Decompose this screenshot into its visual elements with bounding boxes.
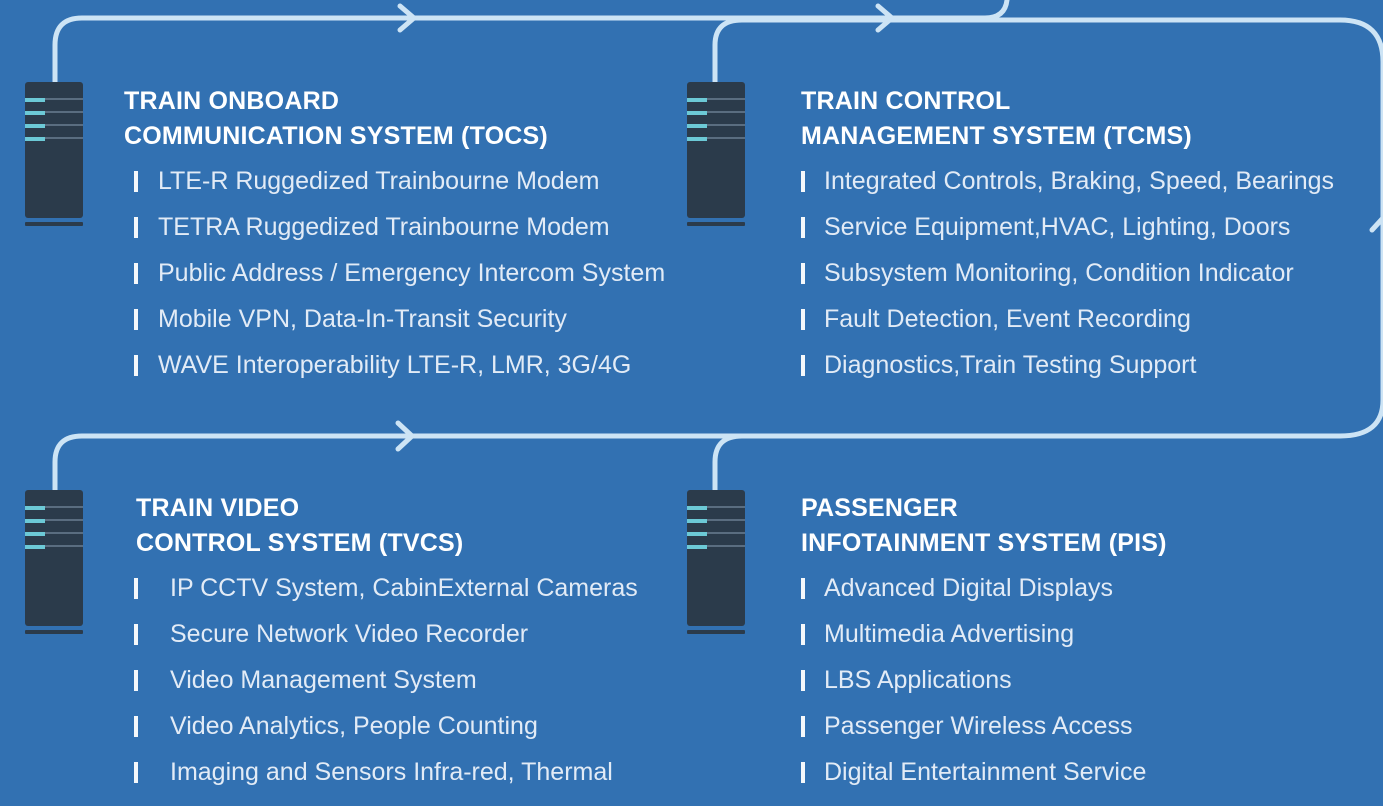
- list-item: LBS Applications: [801, 668, 1167, 714]
- system-block-tcms: TRAIN CONTROL MANAGEMENT SYSTEM (TCMS) I…: [801, 84, 1334, 399]
- system-title: TRAIN CONTROL MANAGEMENT SYSTEM (TCMS): [801, 87, 1192, 150]
- list-item: Service Equipment,HVAC, Lighting, Doors: [801, 215, 1334, 261]
- server-icon: [25, 490, 83, 636]
- feature-list: Integrated Controls, Braking, Speed, Bea…: [801, 169, 1334, 399]
- list-item: LTE-R Ruggedized Trainbourne Modem: [134, 169, 665, 215]
- list-item: Digital Entertainment Service: [801, 760, 1167, 806]
- server-icon: [687, 82, 745, 228]
- arrow-right-side: [1369, 215, 1383, 233]
- list-item: Multimedia Advertising: [801, 622, 1167, 668]
- server-icon: [687, 490, 745, 636]
- feature-list: Advanced Digital Displays Multimedia Adv…: [801, 576, 1167, 806]
- server-icon: [25, 82, 83, 228]
- arrow-top-1: [397, 3, 417, 33]
- list-item: Public Address / Emergency Intercom Syst…: [134, 261, 665, 307]
- list-item: WAVE Interoperability LTE-R, LMR, 3G/4G: [134, 353, 665, 399]
- system-title: TRAIN ONBOARD COMMUNICATION SYSTEM (TOCS…: [124, 87, 548, 150]
- list-item: Mobile VPN, Data-In-Transit Security: [134, 307, 665, 353]
- system-block-tocs: TRAIN ONBOARD COMMUNICATION SYSTEM (TOCS…: [124, 84, 665, 399]
- list-item: Subsystem Monitoring, Condition Indicato…: [801, 261, 1334, 307]
- list-item: Advanced Digital Displays: [801, 576, 1167, 622]
- list-item: Video Analytics, People Counting: [134, 714, 638, 760]
- system-title: TRAIN VIDEO CONTROL SYSTEM (TVCS): [136, 494, 464, 557]
- list-item: Imaging and Sensors Infra-red, Thermal: [134, 760, 638, 806]
- list-item: Fault Detection, Event Recording: [801, 307, 1334, 353]
- list-item: Integrated Controls, Braking, Speed, Bea…: [801, 169, 1334, 215]
- feature-list: LTE-R Ruggedized Trainbourne Modem TETRA…: [134, 169, 665, 399]
- list-item: Passenger Wireless Access: [801, 714, 1167, 760]
- connector-middle: [52, 433, 745, 493]
- list-item: Video Management System: [134, 668, 638, 714]
- system-block-pis: PASSENGER INFOTAINMENT SYSTEM (PIS) Adva…: [801, 491, 1167, 806]
- system-block-tvcs: TRAIN VIDEO CONTROL SYSTEM (TVCS) IP CCT…: [134, 491, 638, 806]
- connector-top: [52, 0, 1010, 85]
- list-item: Diagnostics,Train Testing Support: [801, 353, 1334, 399]
- system-title: PASSENGER INFOTAINMENT SYSTEM (PIS): [801, 494, 1167, 557]
- arrow-middle: [395, 420, 415, 452]
- list-item: Secure Network Video Recorder: [134, 622, 638, 668]
- list-item: TETRA Ruggedized Trainbourne Modem: [134, 215, 665, 261]
- feature-list: IP CCTV System, CabinExternal Cameras Se…: [134, 576, 638, 806]
- list-item: IP CCTV System, CabinExternal Cameras: [134, 576, 638, 622]
